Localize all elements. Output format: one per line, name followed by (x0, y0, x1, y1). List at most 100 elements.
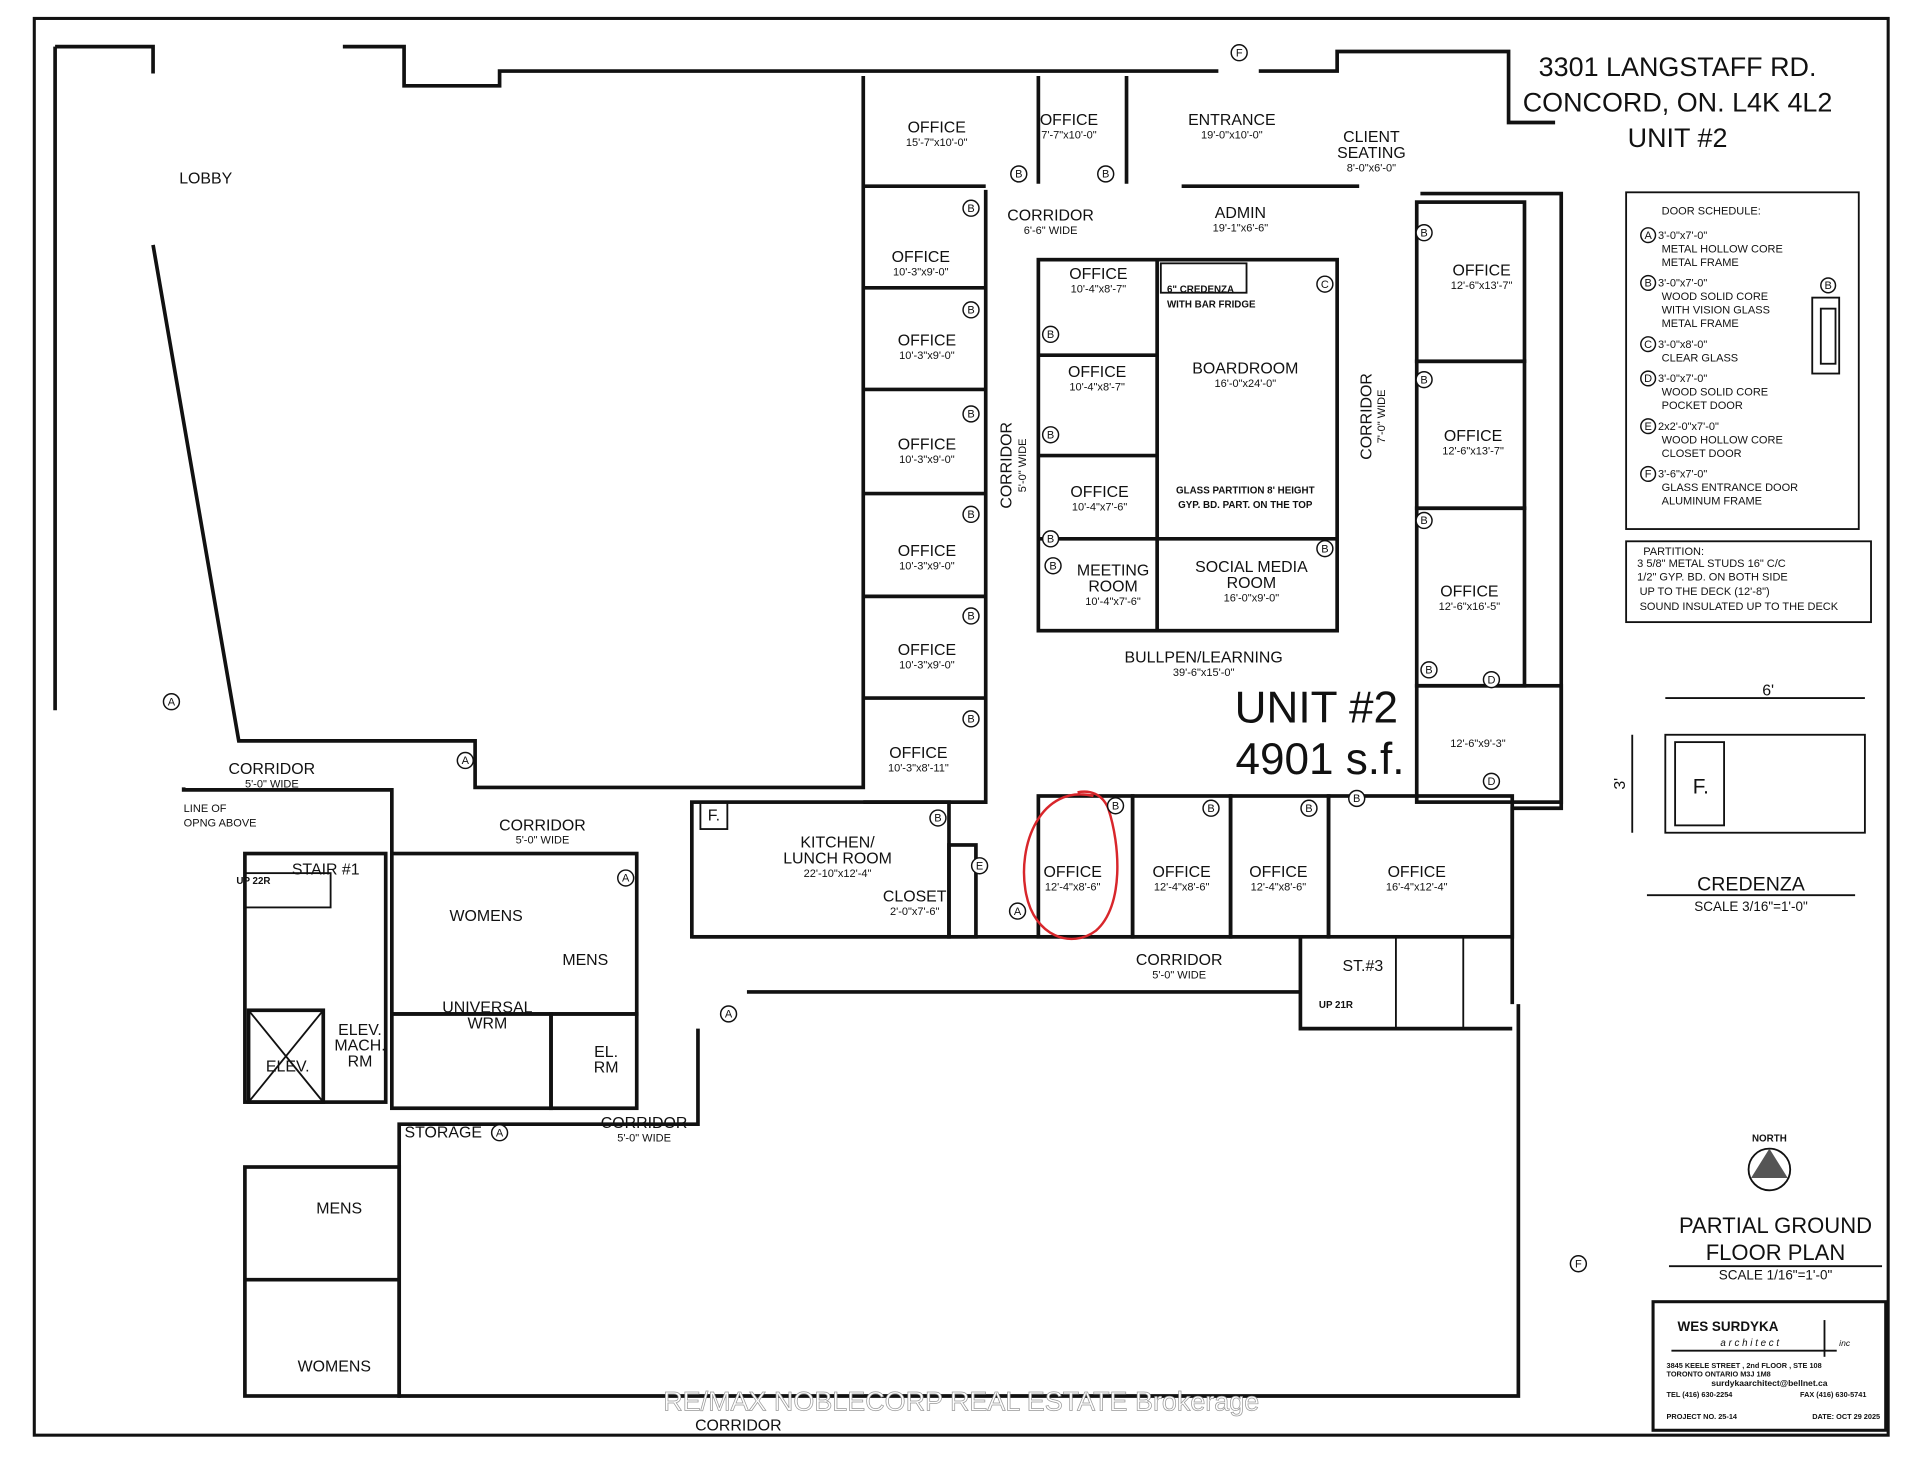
room-dimensions: 7'-7"x10'-0" (1041, 129, 1097, 141)
plan-scale: SCALE 1/16"=1'-0" (1719, 1268, 1833, 1283)
svg-text:F: F (1645, 469, 1652, 481)
room-name: ENTRANCE (1188, 112, 1276, 129)
room-name: OFFICE (1068, 364, 1126, 381)
room-dimensions: 2'-0"x7'-6" (890, 906, 939, 918)
room-dimensions: 5'-0" WIDE (1152, 969, 1206, 981)
corridor-vertical-2: CORRIDOR (1358, 373, 1375, 460)
room-name: CLIENT (1343, 129, 1400, 146)
partition-line: SOUND INSULATED UP TO THE DECK (1640, 601, 1839, 613)
room-name: OFFICE (1388, 864, 1446, 881)
drawing-border (32, 16, 1890, 1437)
glass-note: GLASS PARTITION 8' HEIGHT (1176, 486, 1315, 497)
svg-text:A: A (1014, 906, 1022, 918)
room-dimensions: 12'-4"x8'-6" (1251, 881, 1307, 893)
room-name: OFFICE (1440, 583, 1498, 600)
svg-text:B: B (967, 611, 974, 623)
door-size: 3'-0"x7'-0" (1658, 230, 1707, 242)
corridor-vertical-2-dims: 7'-0" WIDE (1376, 390, 1388, 444)
door-tag: B (1041, 426, 1060, 444)
room-name: ROOM (1227, 575, 1276, 592)
door-tag: B (929, 809, 947, 827)
room-name: ELEV. (338, 1022, 382, 1039)
door-size: 2x2'-0"x7'-0" (1658, 421, 1719, 433)
room-dimensions: 10'-3"x9'-0" (899, 350, 955, 362)
room-dimensions: 16'-0"x9'-0" (1224, 592, 1280, 604)
room-name: WOMENS (298, 1359, 371, 1376)
door-spec: METAL HOLLOW CORE (1662, 243, 1783, 255)
door-tag: B (962, 505, 980, 524)
svg-text:B: B (934, 813, 941, 825)
svg-text:A: A (496, 1127, 504, 1139)
room-name: CORRIDOR (229, 761, 316, 778)
door-tag: B (1348, 789, 1366, 808)
room-name: OFFICE (1070, 484, 1128, 501)
room-label: ELEV. (266, 1059, 310, 1076)
address-2: TORONTO ONTARIO M3J 1M8 (1667, 1369, 1771, 1378)
room-name: MEETING (1077, 563, 1149, 580)
door-tag: C (1316, 275, 1334, 293)
north-label: NORTH (1752, 1133, 1787, 1144)
door-schedule-item: C (1640, 336, 1657, 353)
door-tag: A (617, 869, 635, 887)
door-tag: B (1097, 165, 1115, 183)
door-tag: D (1482, 772, 1501, 790)
svg-text:C: C (1644, 339, 1652, 351)
door-spec: WOOD SOLID CORE (1662, 291, 1768, 303)
credenza-depth: 3' (1612, 778, 1629, 790)
door-spec: WOOD HOLLOW CORE (1662, 434, 1783, 446)
room-label: MENS (316, 1201, 362, 1218)
firm-inc: inc (1839, 1338, 1851, 1348)
room-dimensions: 5'-0" WIDE (516, 835, 570, 847)
room-label: ST.#3 (1343, 958, 1384, 975)
room-name: OFFICE (898, 543, 956, 560)
room-name: ADMIN (1215, 205, 1266, 222)
room-dimensions: 10'-3"x9'-0" (899, 660, 955, 672)
room-name: STORAGE (405, 1125, 483, 1142)
svg-text:B: B (967, 203, 974, 215)
door-spec: WITH VISION GLASS (1662, 305, 1770, 317)
room-label: WOMENS (449, 908, 522, 925)
room-name: WOMENS (449, 908, 522, 925)
door-spec: METAL FRAME (1662, 257, 1739, 269)
room-dimensions: 12'-4"x8'-6" (1154, 881, 1210, 893)
svg-text:B: B (1015, 169, 1022, 181)
room-name: OFFICE (908, 119, 966, 136)
room-dimensions: 5'-0" WIDE (617, 1132, 671, 1144)
room-name: OFFICE (898, 436, 956, 453)
door-tag: B (1415, 511, 1433, 530)
room-label: STAIR #1 (292, 861, 360, 878)
svg-text:B: B (1644, 278, 1651, 290)
door-spec: CLEAR GLASS (1662, 352, 1739, 364)
room-name: SOCIAL MEDIA (1195, 559, 1308, 576)
credenza-fridge: F. (1693, 776, 1709, 799)
partition-line: UP TO THE DECK (12'-8") (1640, 586, 1770, 598)
credenza-scale: SCALE 3/16"=1'-0" (1694, 899, 1808, 914)
svg-text:E: E (976, 860, 983, 872)
door-tag: B (962, 710, 980, 728)
room-dimensions: 15'-7"x10'-0" (906, 137, 968, 149)
date: DATE: OCT 29 2025 (1812, 1412, 1880, 1421)
door-tag: A (162, 693, 181, 711)
door-tag: B (1202, 799, 1220, 817)
room-label: LOBBY (179, 171, 232, 188)
svg-text:B: B (1420, 374, 1427, 386)
door-tag: B (1041, 530, 1060, 548)
room-dimensions: 16'-4"x12'-4" (1386, 881, 1448, 893)
svg-text:A: A (168, 696, 176, 708)
room-name: UNIVERSAL (442, 1000, 532, 1017)
room-dimensions: 10'-4"x8'-7" (1071, 284, 1127, 296)
corridor-vertical-1: CORRIDOR (998, 422, 1015, 509)
credenza-note-2: WITH BAR FRIDGE (1167, 299, 1256, 310)
room-name: OFFICE (1444, 428, 1502, 445)
room-dimensions: 12'-6"x9'-3" (1450, 738, 1506, 750)
door-schedule-item: D (1640, 370, 1657, 387)
room-labels: LOBBYOFFICE15'-7"x10'-0"OFFICE7'-7"x10'-… (179, 112, 1512, 1434)
door-tag: B (1316, 539, 1334, 558)
